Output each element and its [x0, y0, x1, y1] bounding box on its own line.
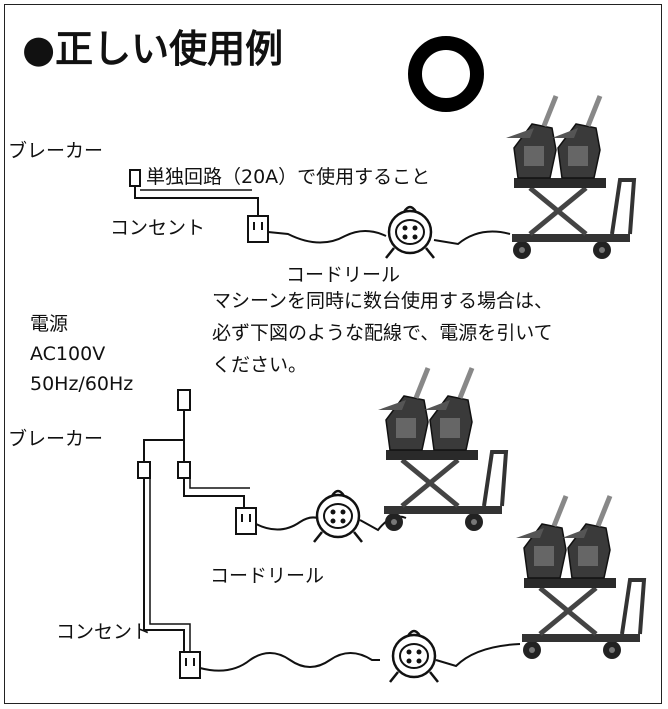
breaker-icon [129, 169, 141, 187]
cord-wire [267, 230, 387, 244]
outlet-lower-icon [179, 651, 201, 679]
note-line-2: 必ず下図のような配線で、電源を引いて [212, 322, 553, 344]
correct-circle-icon [408, 36, 484, 112]
machine-lower-icon [516, 496, 644, 659]
cord-reel-icon [384, 205, 436, 260]
lower-outlet-label: コンセント [56, 621, 152, 643]
lower-breaker-label: ブレーカー [8, 428, 104, 450]
power-source-icon [177, 389, 191, 411]
cord-reel-lower-icon [388, 629, 440, 684]
note-line-3: ください。 [212, 354, 308, 376]
cord-reel-upper-icon [312, 489, 364, 544]
upper-reel-label: コードリール [286, 264, 401, 286]
machine-icon [506, 96, 634, 259]
outlet-icon [247, 215, 269, 243]
note-line-1: マシーンを同時に数台使用する場合は、 [212, 290, 554, 312]
circuit-note: 単独回路（20A）で使用すること [146, 166, 431, 188]
breaker-wire [134, 186, 259, 216]
diagram-frame [4, 4, 662, 704]
page-title: ●正しい使用例 [22, 27, 284, 71]
outlet-upper-icon [235, 507, 257, 535]
upper-breaker-label: ブレーカー [8, 140, 104, 162]
power-label: 電源 [30, 313, 69, 335]
breaker-left-icon [137, 461, 151, 479]
upper-outlet-label: コンセント [110, 217, 206, 239]
breaker-right-icon [177, 461, 191, 479]
power-voltage: AC100V [30, 343, 106, 365]
machine-upper-icon [378, 368, 506, 531]
lower-reel-label: コードリール [210, 565, 325, 587]
power-frequency: 50Hz/60Hz [30, 373, 134, 395]
